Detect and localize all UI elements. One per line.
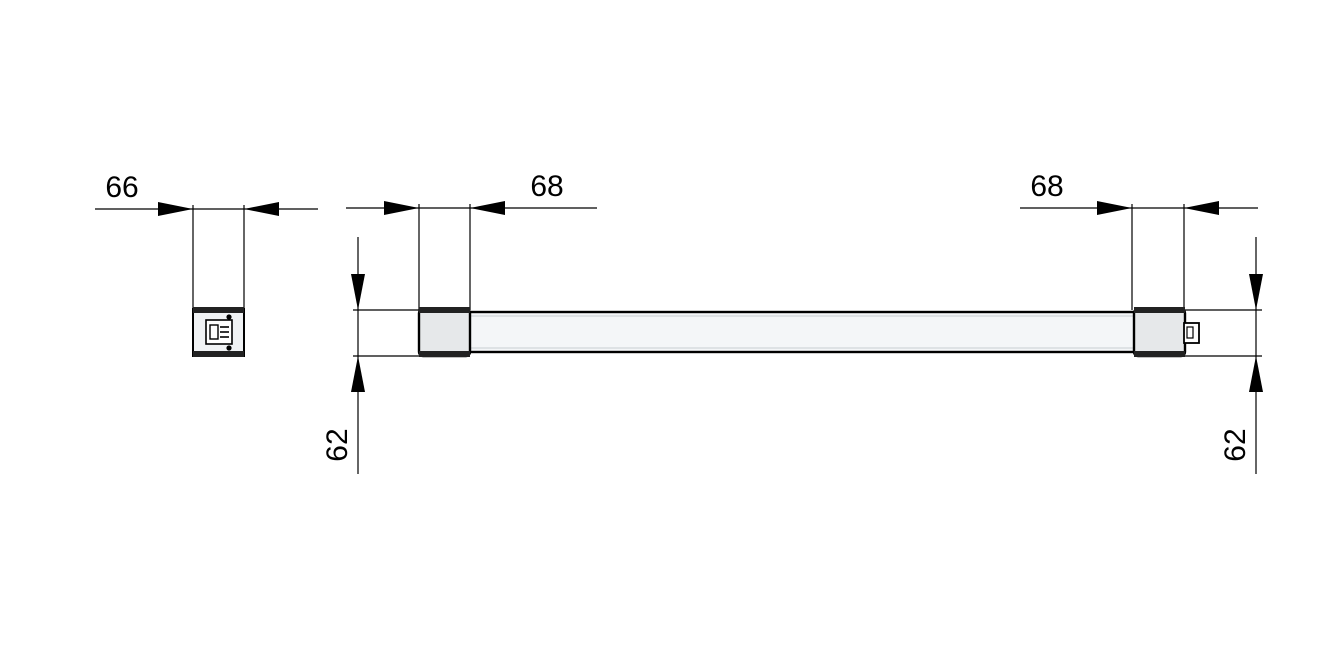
front-view: 68 68 62 62 xyxy=(321,170,1263,474)
right-height-arrow-bottom xyxy=(1249,356,1263,392)
tube-body xyxy=(466,310,1138,354)
side-width-arrow-left xyxy=(158,202,193,216)
side-view: 66 xyxy=(95,171,318,357)
right-height-label: 62 xyxy=(1219,428,1252,461)
side-width-label: 66 xyxy=(105,171,138,204)
left-height-arrow-bottom xyxy=(351,356,365,392)
left-end-cap xyxy=(417,307,472,358)
left-cap-arrow-right xyxy=(470,201,505,215)
right-height-arrow-top xyxy=(1249,274,1263,310)
left-height-label: 62 xyxy=(321,428,354,461)
left-cap-arrow-left xyxy=(384,201,419,215)
plug-icon xyxy=(1183,322,1200,344)
left-cap-label: 68 xyxy=(530,170,563,203)
right-end-cap xyxy=(1132,307,1187,358)
side-view-cap xyxy=(192,307,245,357)
right-cap-arrow-right xyxy=(1184,201,1219,215)
connector-socket-icon xyxy=(205,314,233,351)
right-cap-label: 68 xyxy=(1030,170,1063,203)
right-cap-arrow-left xyxy=(1097,201,1132,215)
side-width-arrow-right xyxy=(244,202,279,216)
left-height-arrow-top xyxy=(351,274,365,310)
